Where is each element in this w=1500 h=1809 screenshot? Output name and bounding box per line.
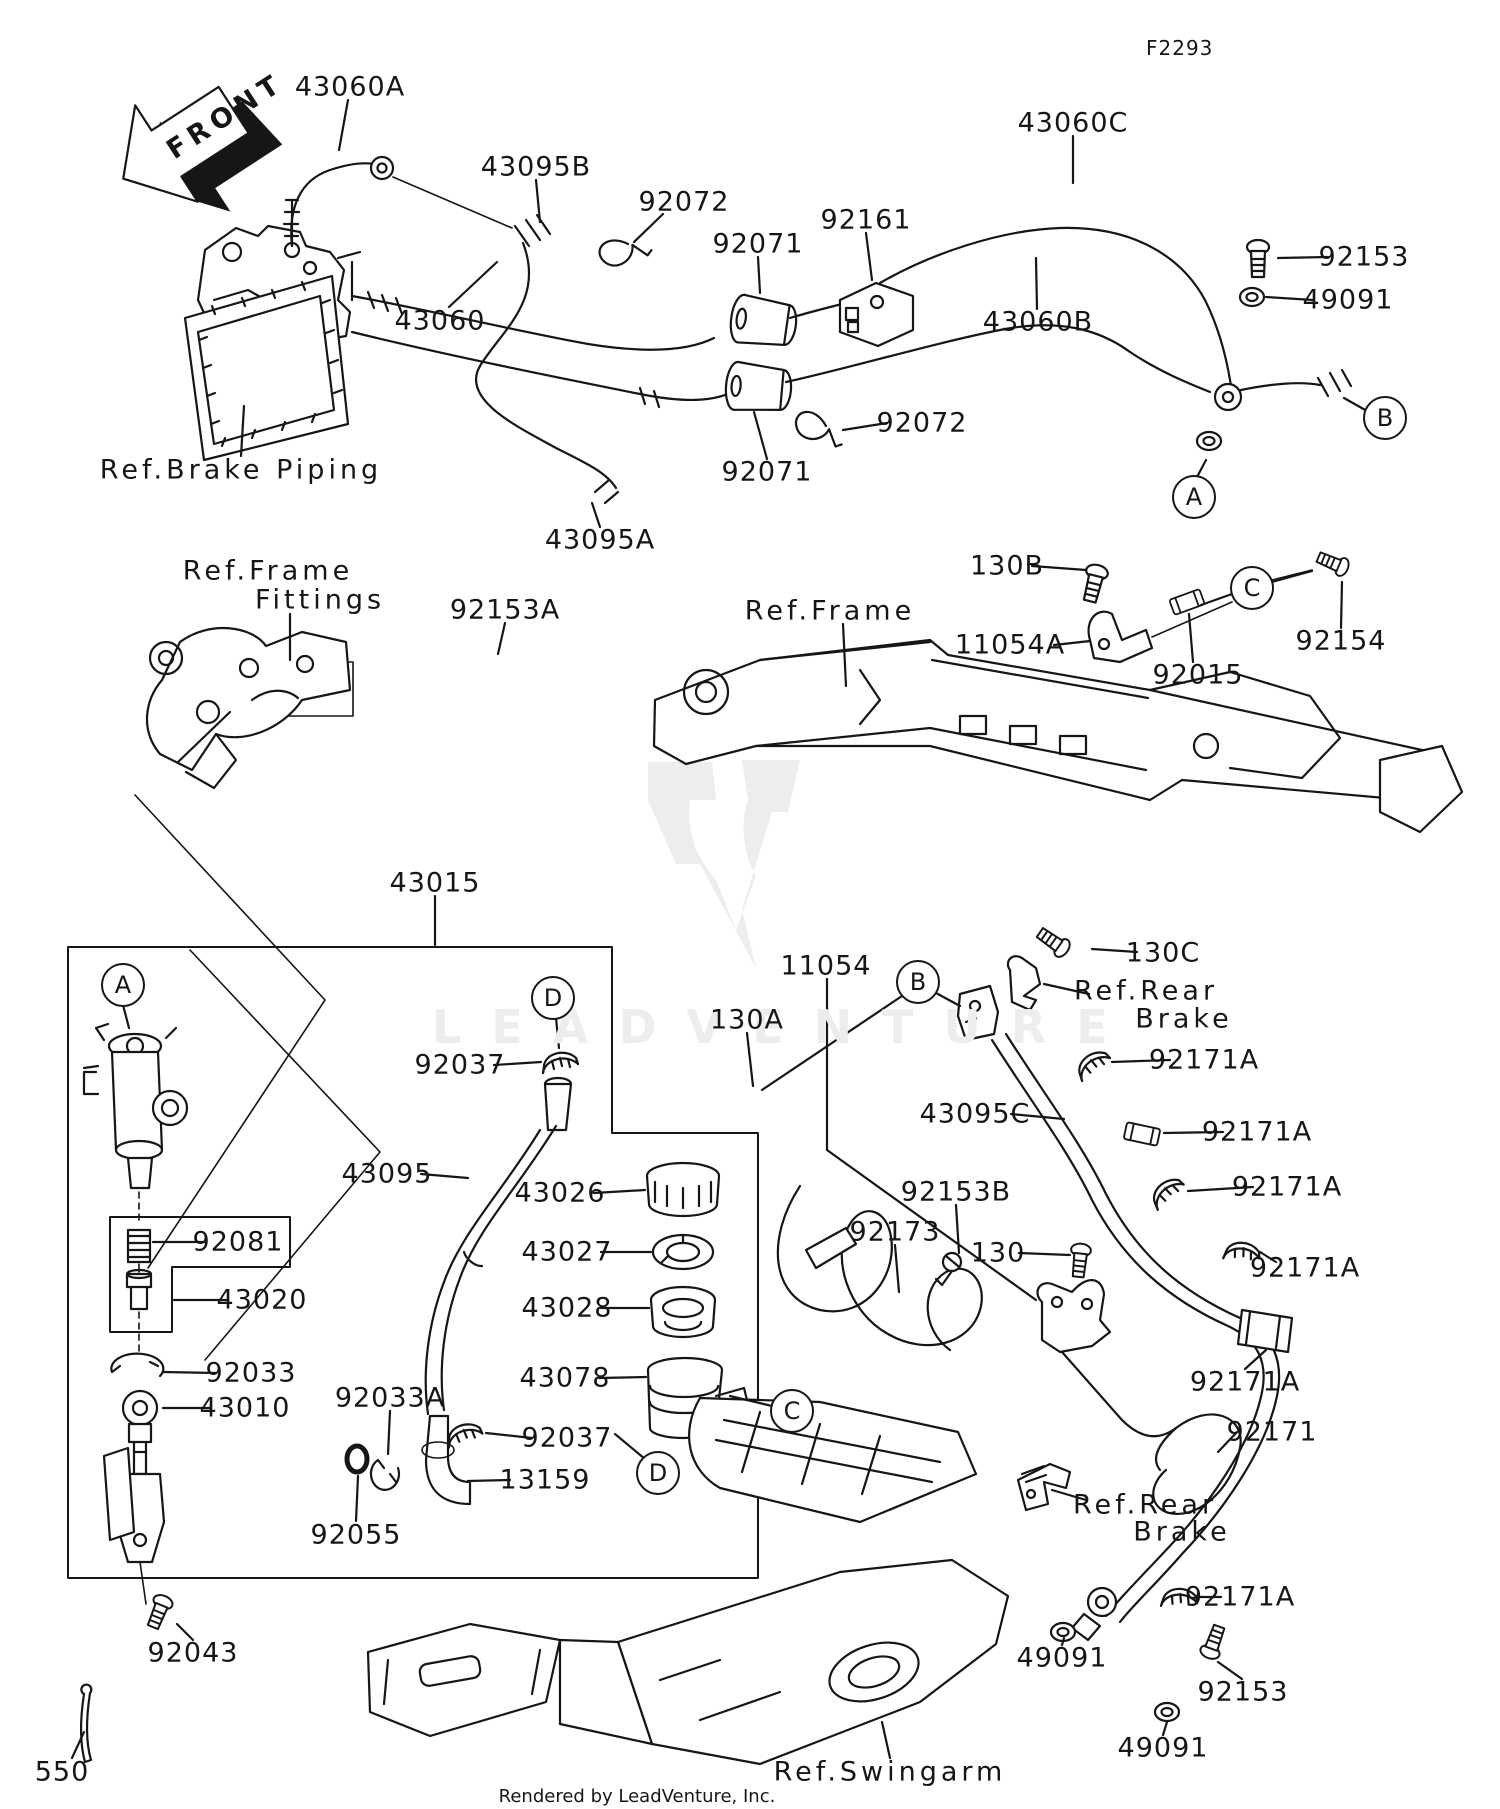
upper-bracket-drawing (1077, 547, 1353, 664)
part-number-label: 130A (709, 1004, 785, 1036)
part-number-label: 43028 (521, 1292, 613, 1324)
part-number-label: 92071 (712, 228, 804, 260)
part-number-label: 92153 (1197, 1676, 1289, 1708)
part-number-label: 43060C (1017, 107, 1129, 139)
part-number-label: 92173 (849, 1216, 941, 1248)
part-number-label: 92153A (449, 594, 561, 626)
part-number-label: 92033A (334, 1382, 446, 1414)
part-number-label: 550 (34, 1756, 90, 1788)
part-number-label: 11054 (780, 950, 872, 982)
part-number-label: 92037 (521, 1422, 613, 1454)
part-number-label: 92033 (205, 1357, 297, 1389)
part-number-label: 92037 (414, 1049, 506, 1081)
part-number-label: 43095C (919, 1098, 1031, 1130)
part-number-label: 92171A (1148, 1044, 1260, 1076)
part-number-label: 130 (970, 1237, 1026, 1269)
footer-credit: Rendered by LeadVenture, Inc. (498, 1786, 776, 1807)
reference-label: Ref.Swingarm (773, 1756, 1007, 1788)
reference-label: Ref.Frame (744, 595, 916, 627)
part-number-label: 43095A (544, 524, 656, 556)
master-cylinder-drawing (80, 1022, 189, 1764)
part-number-label: 92161 (820, 204, 912, 236)
part-number-label: 43010 (199, 1392, 291, 1424)
part-number-label: 92071 (721, 456, 813, 488)
part-number-label: 92153 (1318, 241, 1410, 273)
part-number-label: 92171 (1226, 1416, 1318, 1448)
part-number-label: 92171A (1249, 1252, 1361, 1284)
part-number-label: 49091 (1302, 284, 1394, 316)
reference-label: Brake (1133, 1516, 1231, 1548)
part-number-label: 49091 (1117, 1732, 1209, 1764)
part-number-label: 92171A (1231, 1171, 1343, 1203)
reference-label: Brake (1135, 1003, 1233, 1035)
part-number-label: 92153B (900, 1176, 1012, 1208)
part-number-label: 92171A (1184, 1581, 1296, 1613)
reference-label: Ref.Rear (1072, 1489, 1218, 1521)
reservoir-drawing (344, 1051, 752, 1506)
part-number-label: 92171A (1189, 1366, 1301, 1398)
part-number-label: 92072 (876, 407, 968, 439)
watermark-logo (648, 760, 800, 968)
detail-marker-a: A (101, 963, 145, 1007)
detail-marker-d: D (636, 1451, 680, 1495)
reference-label: Ref.Rear (1073, 975, 1219, 1007)
part-number-label: 92055 (310, 1519, 402, 1551)
leader-lines (70, 98, 1369, 1760)
part-number-label: 130C (1125, 937, 1201, 969)
reference-label: Fittings (254, 584, 386, 616)
frame-drawing (652, 638, 1464, 834)
detail-marker-a: A (1172, 475, 1216, 519)
abs-module-drawing (183, 224, 362, 462)
part-number-label: 92171A (1201, 1116, 1313, 1148)
reference-label: Ref.Brake Piping (99, 454, 383, 486)
group-boxes (67, 794, 759, 1579)
part-number-label: 92081 (192, 1226, 284, 1258)
part-number-label: 92043 (147, 1637, 239, 1669)
detail-marker-b: B (1363, 396, 1407, 440)
reference-label: Ref.Frame (182, 555, 354, 587)
brake-pipes-drawing (282, 155, 1353, 505)
part-number-label: 43027 (521, 1236, 613, 1268)
part-number-label: 13159 (499, 1464, 591, 1496)
part-number-label: 11054A (954, 629, 1066, 661)
part-number-label: 43020 (216, 1284, 308, 1316)
figure-code: F2293 (1146, 36, 1214, 60)
part-number-label: 43078 (519, 1362, 611, 1394)
part-number-label: 130B (969, 550, 1045, 582)
part-number-label: 49091 (1016, 1642, 1108, 1674)
frame-fittings-drawing (146, 626, 354, 790)
part-number-label: 43060A (294, 71, 406, 103)
part-number-label: 92072 (638, 186, 730, 218)
detail-marker-c: C (770, 1389, 814, 1433)
part-number-label: 92154 (1295, 625, 1387, 657)
rear-hose-drawing (776, 923, 1294, 1723)
swingarm-drawing (366, 1396, 1010, 1766)
detail-marker-c: C (1230, 566, 1274, 610)
part-number-label: 43026 (514, 1177, 606, 1209)
part-number-label: 92015 (1152, 659, 1244, 691)
part-number-label: 43095 (341, 1158, 433, 1190)
detail-marker-b: B (896, 960, 940, 1004)
part-number-label: 43060 (394, 305, 486, 337)
part-number-label: 43015 (389, 867, 481, 899)
detail-marker-d: D (531, 976, 575, 1020)
part-number-label: 43060B (982, 306, 1094, 338)
part-number-label: 43095B (480, 151, 592, 183)
